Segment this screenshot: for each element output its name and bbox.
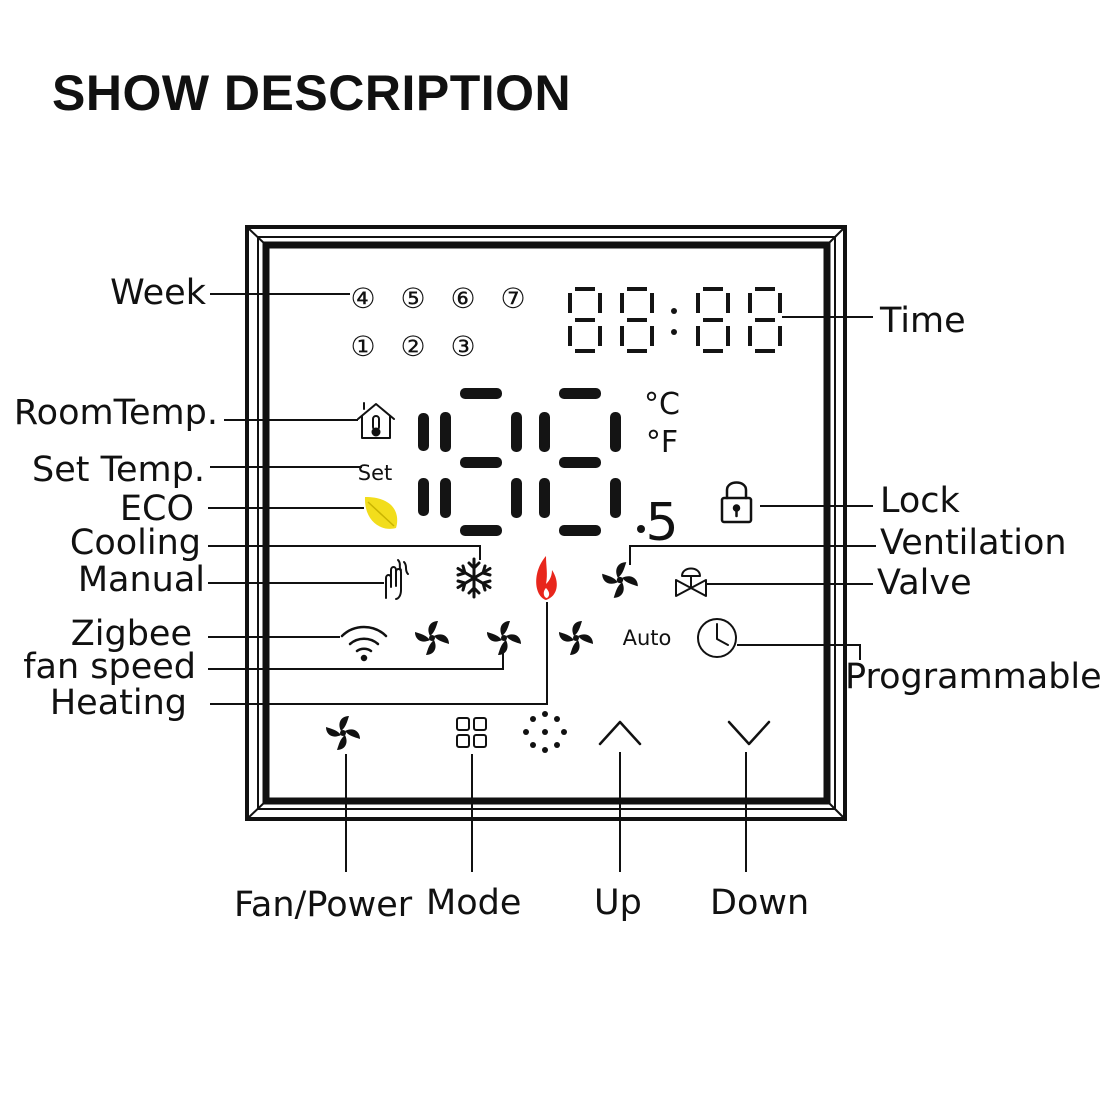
time-digit [568,287,602,353]
callout-week: Week [110,273,206,313]
leaf-icon [364,497,398,529]
time-display [568,287,782,353]
unit-fahrenheit: °F [646,425,678,460]
page-title: SHOW DESCRIPTION [52,65,572,121]
callout-down: Down [710,883,810,923]
week-day-5: ⑤ [400,282,425,315]
mode-button[interactable] [456,717,487,748]
temp-leading-one-lower [418,478,429,516]
week-day-4: ④ [350,282,375,315]
auto-indicator: Auto [623,626,672,650]
temperature-display: 5 [418,388,679,553]
decimal-point [637,525,645,533]
snowflake-icon [456,557,492,599]
time-digit [748,287,782,353]
time-digit [620,287,654,353]
callout-manual: Manual [77,560,205,600]
lock-icon [720,481,753,524]
up-button[interactable] [598,720,642,746]
set-indicator: Set [358,461,392,485]
callout-cooling: Cooling [69,523,201,563]
callout-eco: ECO [119,489,194,529]
temp-digit [539,388,621,536]
callout-up: Up [594,883,642,923]
decimal-digit: 5 [645,493,678,553]
callout-fan-speed: fan speed [23,647,196,687]
fan-icon [602,562,638,598]
time-digit [696,287,730,353]
device-frame [245,225,847,821]
callout-valve: Valve [877,563,972,603]
callout-zigbee: Zigbee [70,614,192,654]
fan-power-button[interactable] [326,716,360,750]
callout-ventilation: Ventilation [880,523,1067,563]
week-day-3: ③ [450,330,475,363]
unit-celsius: °C [644,387,680,422]
callout-room-temp: RoomTemp. [13,393,218,433]
callout-time: Time [880,301,966,341]
temp-digit [440,388,522,536]
callout-programmable: Programmable [845,657,1100,697]
callout-lock: Lock [880,481,960,521]
fan-icon [487,621,521,655]
wifi-icon [340,625,388,662]
callout-heating: Heating [49,683,187,723]
time-colon-dot [671,329,677,335]
fan-icon [559,621,593,655]
clock-icon [697,618,737,658]
callout-mode: Mode [426,883,522,923]
house-thermometer-icon [357,402,395,439]
leader-lines [208,293,876,872]
hand-icon [385,559,409,600]
week-indicator: ④ ⑤ ⑥ ⑦ ① ② ③ [350,282,525,363]
valve-icon [675,567,707,597]
callout-fan-power: Fan/Power [234,885,413,925]
flame-icon [536,556,557,600]
week-day-7: ⑦ [500,282,525,315]
down-button[interactable] [727,720,771,746]
week-day-2: ② [400,330,425,363]
time-colon-dot [671,308,677,314]
fan-icon [415,621,449,655]
temp-leading-one-upper [418,413,429,451]
week-day-1: ① [350,330,375,363]
dots-icon [523,711,567,753]
callout-set-temp: Set Temp. [31,450,205,490]
week-day-6: ⑥ [450,282,475,315]
